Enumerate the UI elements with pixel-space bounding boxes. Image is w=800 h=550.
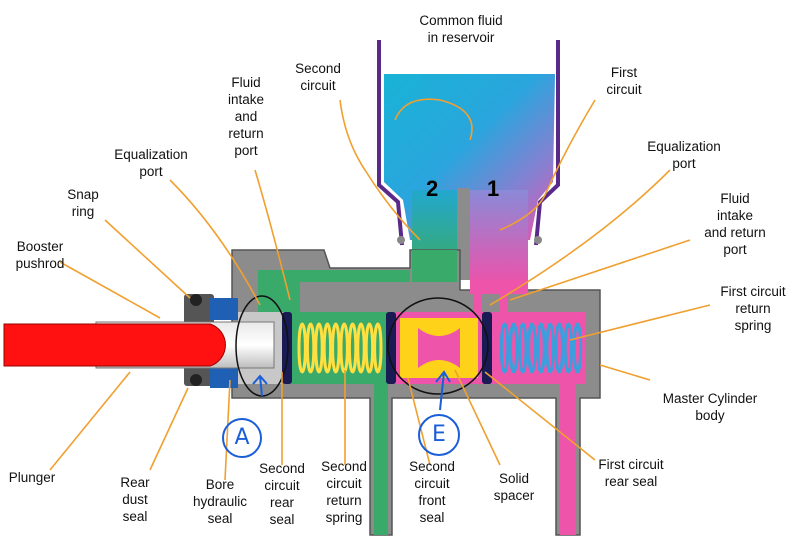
- spring-coil: [305, 322, 316, 374]
- label-common-fluid: Common fluid in reservoir: [419, 13, 503, 45]
- label-plunger: Plunger: [8, 470, 56, 485]
- spring-coil: [347, 322, 358, 374]
- label-first-rear-seal: First circuit rear seal: [598, 457, 664, 489]
- spring-coil: [364, 322, 375, 374]
- label-second-front-seal: Second circuit front seal: [409, 459, 455, 525]
- circuit-one-number: 1: [487, 176, 500, 201]
- second-circuit-rear-seal: [282, 312, 292, 384]
- label-first-return-spring: First circuit return spring: [720, 284, 786, 333]
- label-second-rear-seal: Second circuit rear seal: [259, 461, 305, 527]
- label-booster-pushrod: Booster pushrod: [15, 239, 65, 271]
- label-bore-seal: Bore hydraulic seal: [192, 477, 248, 526]
- solid-spacer: [400, 318, 478, 378]
- spring-coil: [527, 322, 537, 374]
- label-rear-dust-seal: Rear dust seal: [120, 475, 150, 524]
- spring-coil: [572, 322, 583, 374]
- spring-coil: [356, 322, 366, 374]
- label-second-return-spring: Second circuit return spring: [321, 459, 367, 525]
- snap-ring-top: [190, 294, 202, 306]
- spring-coil: [554, 322, 564, 374]
- label-second-circuit: Second circuit: [295, 61, 341, 93]
- leader-lines: [49, 98, 711, 481]
- spring-coil: [322, 322, 333, 374]
- bore-hydraulic-seal-bottom: [210, 366, 238, 388]
- first-circuit-outlet: [560, 384, 576, 535]
- spring-coil: [508, 322, 519, 374]
- circuit-two-number: 2: [426, 176, 439, 201]
- first-circuit-neck: [470, 190, 528, 288]
- spring-coil: [545, 322, 555, 374]
- spring-coil: [314, 322, 324, 374]
- annotation-arrow-a: [252, 374, 268, 397]
- annotation-circle-e: E: [418, 414, 460, 456]
- label-fluid-intake-left: Fluid intake and return port: [227, 75, 265, 158]
- spring-coil: [518, 322, 528, 374]
- label-equalization-left: Equalization port: [114, 147, 188, 179]
- spring-coil: [373, 322, 383, 374]
- label-master-body: Master Cylinder body: [662, 391, 758, 423]
- spring-coil: [499, 322, 510, 374]
- booster-pushrod: [3, 323, 226, 367]
- second-circuit-outlet: [374, 384, 388, 535]
- annotation-circle-a: A: [222, 418, 262, 458]
- spring-coil: [331, 322, 341, 374]
- label-fluid-intake-right: Fluid intake and return port: [704, 191, 766, 257]
- label-first-circuit: First circuit: [606, 65, 642, 97]
- bore-hydraulic-seal-top: [210, 298, 238, 320]
- annotation-arrow-e: [435, 370, 451, 411]
- spring-coil: [297, 322, 307, 374]
- fluid-reservoir: [377, 40, 560, 288]
- annotation-ellipse-e: [387, 297, 489, 395]
- spring-coil: [536, 322, 546, 374]
- label-snap-ring: Snap ring: [67, 187, 99, 219]
- spring-coil: [563, 322, 574, 374]
- second-circuit-front-seal: [386, 312, 396, 384]
- second-circuit-return-spring: [297, 322, 383, 374]
- first-circuit-return-spring: [499, 322, 583, 374]
- label-equalization-right: Equalization port: [647, 139, 721, 171]
- snap-ring-bottom: [190, 374, 202, 386]
- label-solid-spacer: Solid spacer: [493, 471, 535, 503]
